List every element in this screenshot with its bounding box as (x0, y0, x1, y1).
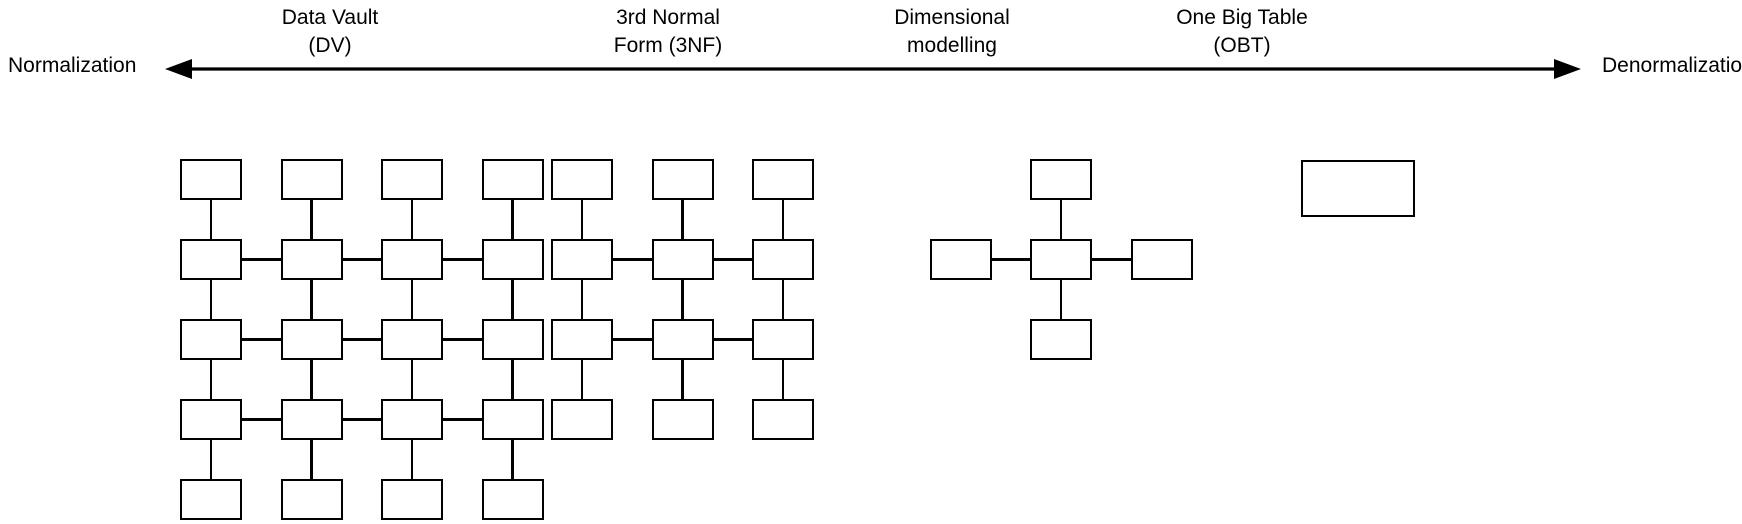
nf-node-box (651, 319, 714, 360)
nf-node-box (752, 239, 814, 280)
dv-connector-vertical (209, 360, 213, 399)
dv-connector-horizontal (242, 338, 281, 341)
nf-node-box (651, 239, 714, 280)
dv-connector-vertical (511, 440, 514, 479)
dv-node-box (481, 479, 544, 520)
dv-connector-vertical (310, 360, 313, 399)
dv-connector-vertical (310, 200, 313, 239)
nf-node-box (651, 159, 714, 200)
dv-node-box (280, 399, 343, 440)
nf-connector-vertical (781, 280, 785, 319)
dim-dimension-box-north (1030, 159, 1092, 200)
nf-connector-vertical (681, 280, 684, 319)
nf-connector-vertical (580, 200, 584, 239)
dv-connector-vertical (310, 440, 313, 479)
dv-connector-vertical (511, 280, 514, 319)
nf-node-box (752, 159, 814, 200)
dv-connector-horizontal (342, 418, 381, 421)
axis-label-normalization: Normalization (8, 54, 137, 77)
dv-node-box (280, 479, 343, 520)
nf-connector-vertical (781, 200, 785, 239)
dv-connector-vertical (209, 280, 213, 319)
nf-connector-vertical (681, 360, 684, 399)
nf-connector-vertical (681, 200, 684, 239)
nf-node-box (551, 239, 613, 280)
dv-node-box (381, 239, 443, 280)
dim-connector-west (991, 258, 1030, 261)
nf-connector-horizontal (713, 338, 752, 341)
dv-connector-vertical (410, 440, 414, 479)
nf-node-box (752, 319, 814, 360)
nf-connector-vertical (580, 360, 584, 399)
dv-connector-vertical (511, 200, 514, 239)
dv-node-box (481, 399, 544, 440)
dv-node-box (180, 399, 242, 440)
dv-connector-horizontal (242, 258, 281, 261)
dim-dimension-box-east (1130, 239, 1193, 280)
dv-node-box (280, 319, 343, 360)
nf-node-box (551, 159, 613, 200)
nf-connector-horizontal (613, 258, 652, 261)
dv-node-box (180, 159, 242, 200)
dim-connector-east (1092, 258, 1131, 261)
nf-node-box (551, 399, 613, 440)
dv-connector-horizontal (443, 338, 482, 341)
dim-dimension-box-south (1030, 319, 1092, 360)
stage-label-data-vault: Data Vault (DV) (281, 6, 379, 57)
nf-connector-horizontal (713, 258, 752, 261)
dv-connector-vertical (310, 280, 313, 319)
dv-connector-horizontal (443, 258, 482, 261)
dv-connector-vertical (511, 360, 514, 399)
dv-node-box (180, 239, 242, 280)
dv-connector-horizontal (342, 338, 381, 341)
dv-node-box (381, 399, 443, 440)
dv-node-box (481, 239, 544, 280)
dim-connector-north (1059, 200, 1063, 239)
stage-label-3nf: 3rd Normal Form (3NF) (613, 6, 723, 57)
dim-connector-south (1059, 280, 1063, 319)
nf-connector-vertical (781, 360, 785, 399)
dv-connector-vertical (410, 280, 414, 319)
dv-node-box (381, 479, 443, 520)
dv-connector-vertical (410, 200, 414, 239)
dv-connector-vertical (209, 200, 213, 239)
stage-label-one-big-table: One Big Table (OBT) (1176, 6, 1308, 57)
dv-connector-horizontal (443, 418, 482, 421)
dv-connector-vertical (410, 360, 414, 399)
nf-node-box (651, 399, 714, 440)
nf-connector-horizontal (613, 338, 652, 341)
dv-node-box (180, 479, 242, 520)
dv-node-box (180, 319, 242, 360)
dv-node-box (280, 159, 343, 200)
obt-single-table-box (1301, 160, 1415, 217)
dv-connector-vertical (209, 440, 213, 479)
dv-node-box (280, 239, 343, 280)
dv-node-box (381, 319, 443, 360)
axis-label-denormalization: Denormalization (1602, 54, 1742, 77)
dv-node-box (481, 319, 544, 360)
nf-connector-vertical (580, 280, 584, 319)
dv-node-box (481, 159, 544, 200)
nf-node-box (752, 399, 814, 440)
dim-fact-box-center (1030, 239, 1092, 280)
dv-node-box (381, 159, 443, 200)
dv-connector-horizontal (242, 418, 281, 421)
stage-label-dimensional-modelling: Dimensional modelling (894, 6, 1010, 57)
dv-connector-horizontal (342, 258, 381, 261)
dim-dimension-box-west (929, 239, 992, 280)
nf-node-box (551, 319, 613, 360)
